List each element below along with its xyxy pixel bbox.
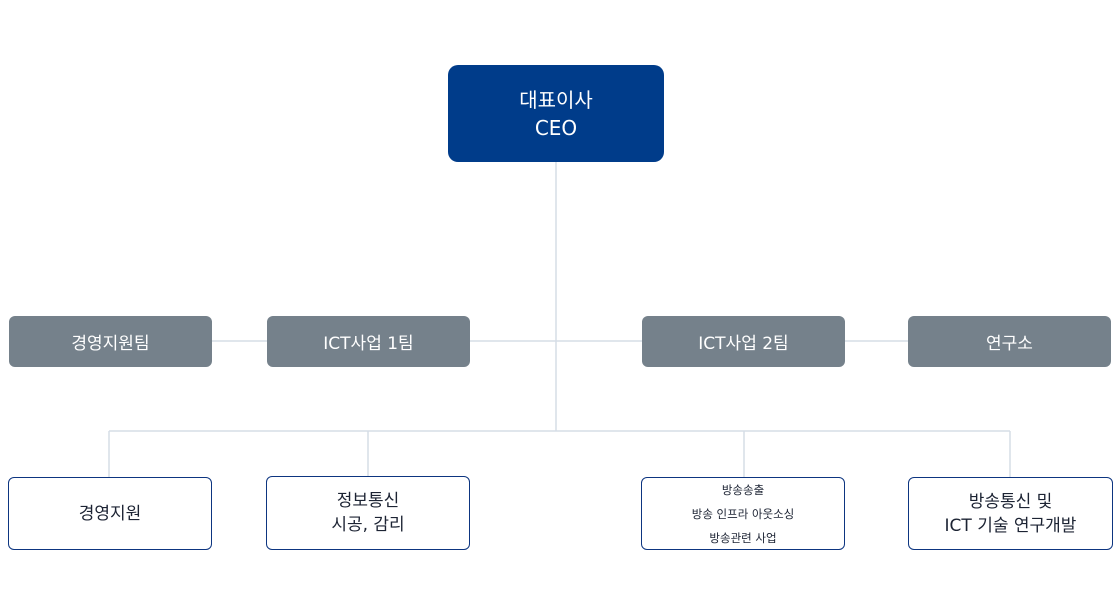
unit-telecom-construction: 정보통신 시공, 감리 [266, 476, 470, 550]
ceo-box: 대표이사 CEO [448, 65, 664, 162]
unit-broadcast-services: 방송송출 방송 인프라 아웃소싱 방송관련 사업 [641, 477, 845, 550]
team-label: ICT사업 1팀 [323, 334, 414, 354]
team-ict-business-1: ICT사업 1팀 [267, 316, 470, 367]
team-ict-business-2: ICT사업 2팀 [642, 316, 845, 367]
ceo-title-ko: 대표이사 [519, 87, 593, 112]
ceo-title-en: CEO [534, 115, 578, 140]
team-label: 경영지원팀 [71, 334, 150, 354]
team-management-support: 경영지원팀 [9, 316, 212, 367]
unit-rnd: 방송통신 및 ICT 기술 연구개발 [908, 477, 1113, 550]
unit-line: ICT 기술 연구개발 [944, 515, 1077, 536]
unit-line: 방송통신 및 [968, 491, 1053, 512]
team-label: 연구소 [986, 334, 1033, 354]
unit-line: 방송 인프라 아웃소싱 [691, 506, 795, 521]
unit-line: 정보통신 [336, 491, 400, 511]
unit-line: 시공, 감리 [331, 515, 405, 535]
team-research-lab: 연구소 [908, 316, 1111, 367]
unit-line: 방송관련 사업 [709, 530, 777, 545]
unit-management-support: 경영지원 [8, 477, 212, 550]
unit-line: 방송송출 [721, 482, 765, 497]
team-label: ICT사업 2팀 [698, 334, 789, 354]
unit-line: 경영지원 [78, 503, 142, 524]
